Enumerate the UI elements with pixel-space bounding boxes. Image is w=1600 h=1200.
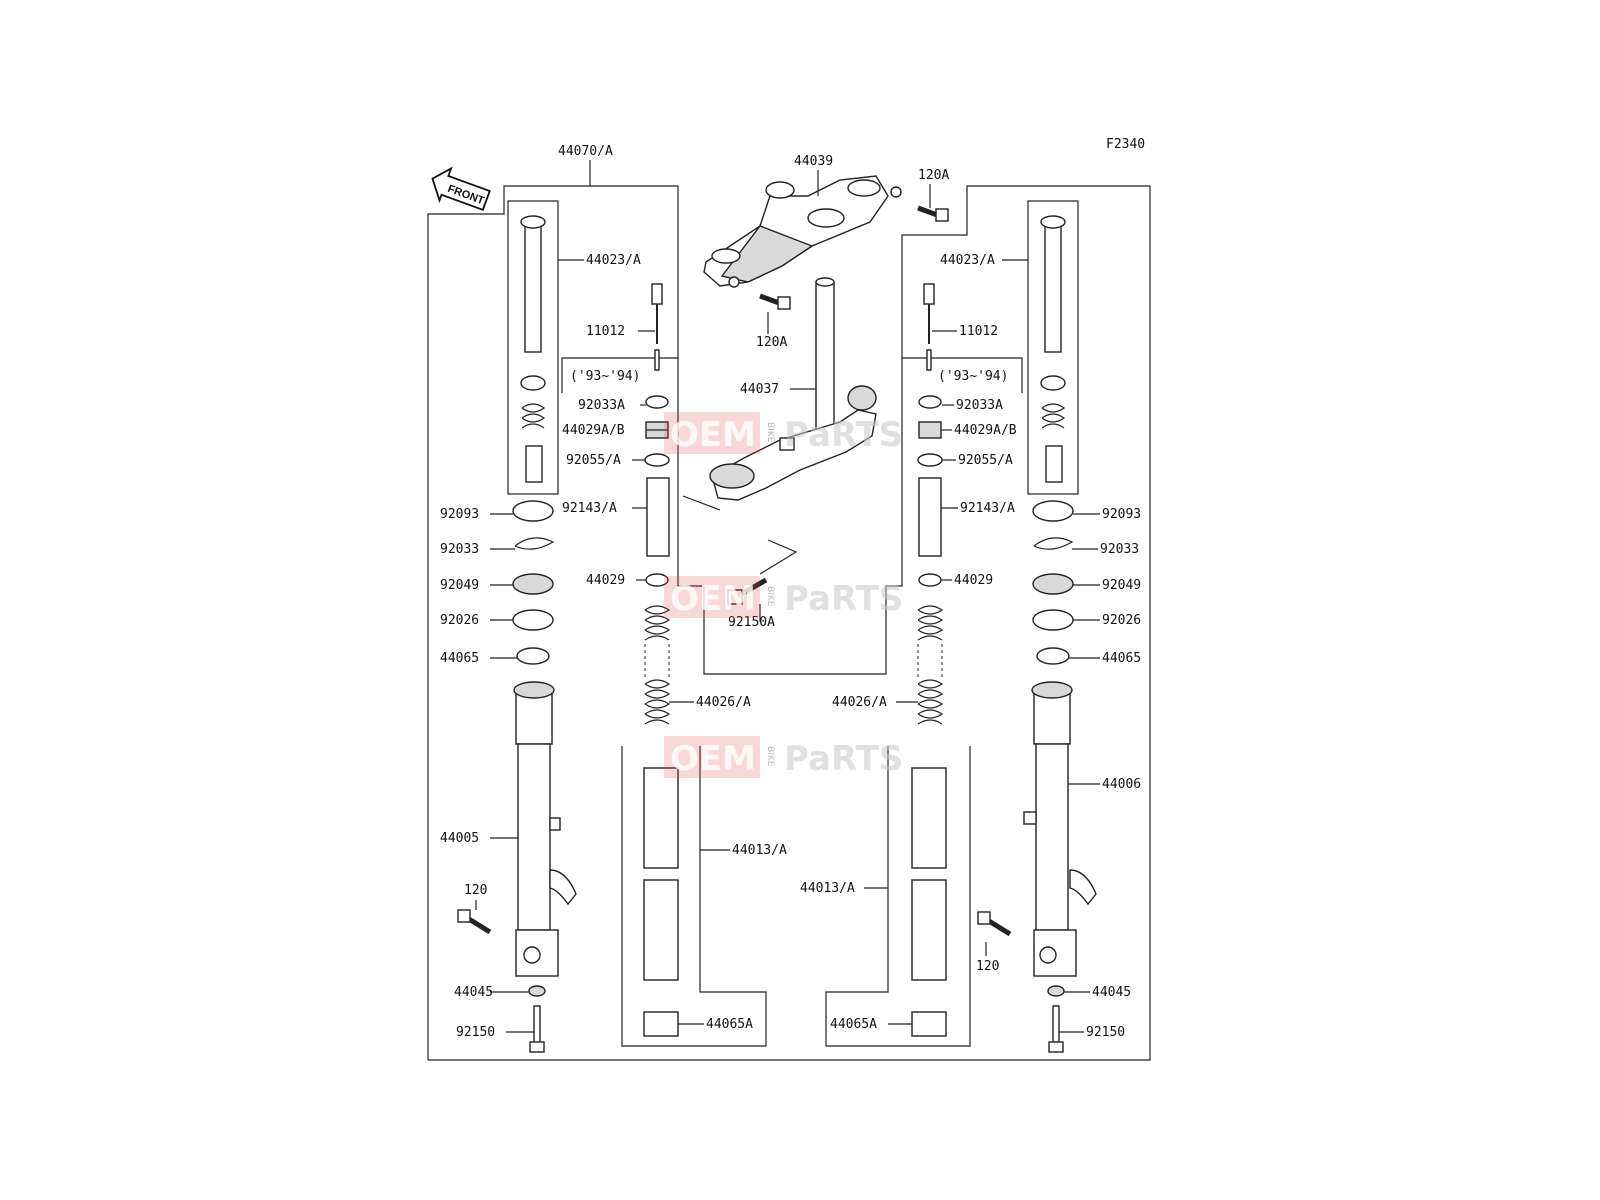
left-outer-tube-44005 (513, 681, 577, 977)
label-92143a-left: 92143/A (562, 501, 617, 516)
label-44005: 44005 (440, 831, 479, 846)
label-11012-right: 11012 (959, 324, 998, 339)
label-92150-left: 92150 (456, 1025, 495, 1040)
label-44026a-right: 44026/A (832, 695, 887, 710)
right-fork-cartridge-parts (1040, 215, 1066, 483)
right-fork-seals (917, 395, 944, 725)
upper-triple-clamp (703, 175, 902, 288)
label-44065-right: 44065 (1102, 651, 1141, 666)
label-92055a-right: 92055/A (958, 453, 1013, 468)
left-fork-cartridge-parts (520, 215, 546, 483)
figure-code: F2340 (1106, 137, 1145, 152)
steering-stem-lower-clamp (709, 277, 877, 501)
label-44070a: 44070/A (558, 144, 613, 159)
label-44037: 44037 (740, 382, 779, 397)
right-fork-bolt-11012 (923, 283, 935, 371)
right-outer-tube-44006 (1023, 681, 1097, 977)
label-44029ab-left: 44029A/B (562, 423, 625, 438)
label-92143a-right: 92143/A (960, 501, 1015, 516)
label-92033a-right: 92033A (956, 398, 1003, 413)
label-9394-right: ('93~'94) (938, 369, 1008, 384)
bolt-120a-mid (759, 293, 791, 310)
label-44013a-right: 44013/A (800, 881, 855, 896)
label-92033-left: 92033 (440, 542, 479, 557)
leader-lines (475, 160, 1100, 1033)
watermark-parts: PaRTS (784, 739, 903, 779)
label-120-right: 120 (976, 959, 999, 974)
watermark-bike: BIKE (765, 586, 775, 607)
label-120a-mid: 120A (756, 335, 787, 350)
label-44026a-left: 44026/A (696, 695, 751, 710)
label-44065a-left: 44065A (706, 1017, 753, 1032)
front-arrow-icon: FRONT (431, 166, 491, 211)
label-44029ab-right: 44029A/B (954, 423, 1017, 438)
label-44065-left: 44065 (440, 651, 479, 666)
left-fork-bolt-11012 (651, 283, 663, 371)
right-bottom-box-parts (911, 767, 947, 1037)
label-44045-left: 44045 (454, 985, 493, 1000)
watermark-oem: OEM (670, 739, 756, 779)
watermark-2: OEM BIKE PaRTS (664, 576, 903, 619)
label-120-left: 120 (464, 883, 487, 898)
label-92049-left: 92049 (440, 578, 479, 593)
label-92026-right: 92026 (1102, 613, 1141, 628)
bolt-92150a (727, 577, 768, 605)
watermark-oem: OEM (670, 579, 756, 619)
watermark-parts: PaRTS (784, 415, 903, 455)
label-44065a-right: 44065A (830, 1017, 877, 1032)
label-44013a-left: 44013/A (732, 843, 787, 858)
watermark-oem: OEM (670, 415, 756, 455)
label-92093-left: 92093 (440, 507, 479, 522)
label-120a-top: 120A (918, 168, 949, 183)
label-44023a-right: 44023/A (940, 253, 995, 268)
right-outer-seals (1032, 500, 1074, 665)
frame-lines (427, 185, 1151, 1061)
label-92055a-left: 92055/A (566, 453, 621, 468)
label-92033-right: 92033 (1100, 542, 1139, 557)
left-bottom-bolts (457, 909, 546, 1053)
right-bottom-bolts (977, 911, 1065, 1053)
label-92033a-left: 92033A (578, 398, 625, 413)
label-44023a-left: 44023/A (586, 253, 641, 268)
left-fork-seals (644, 395, 671, 725)
label-44029-right: 44029 (954, 573, 993, 588)
left-bottom-box-parts (643, 767, 679, 1037)
watermark-1: OEM BIKE PaRTS (664, 412, 903, 455)
label-9394-left: ('93~'94) (570, 369, 640, 384)
label-92026-left: 92026 (440, 613, 479, 628)
watermark-3: OEM BIKE PaRTS (664, 736, 903, 779)
left-outer-seals (512, 500, 555, 665)
label-92093-right: 92093 (1102, 507, 1141, 522)
label-11012-left: 11012 (586, 324, 625, 339)
label-44045-right: 44045 (1092, 985, 1131, 1000)
label-92049-right: 92049 (1102, 578, 1141, 593)
label-44039: 44039 (794, 154, 833, 169)
bolt-120a-top (917, 205, 949, 222)
label-44029-left: 44029 (586, 573, 625, 588)
label-44006: 44006 (1102, 777, 1141, 792)
label-92150a: 92150A (728, 615, 775, 630)
part-labels: F2340 44070/A 44039 120A 120A 44023/A 44… (440, 137, 1145, 1040)
label-92150-right: 92150 (1086, 1025, 1125, 1040)
watermark-parts: PaRTS (784, 579, 903, 619)
watermark-bike: BIKE (765, 422, 775, 443)
watermark-bike: BIKE (765, 746, 775, 767)
